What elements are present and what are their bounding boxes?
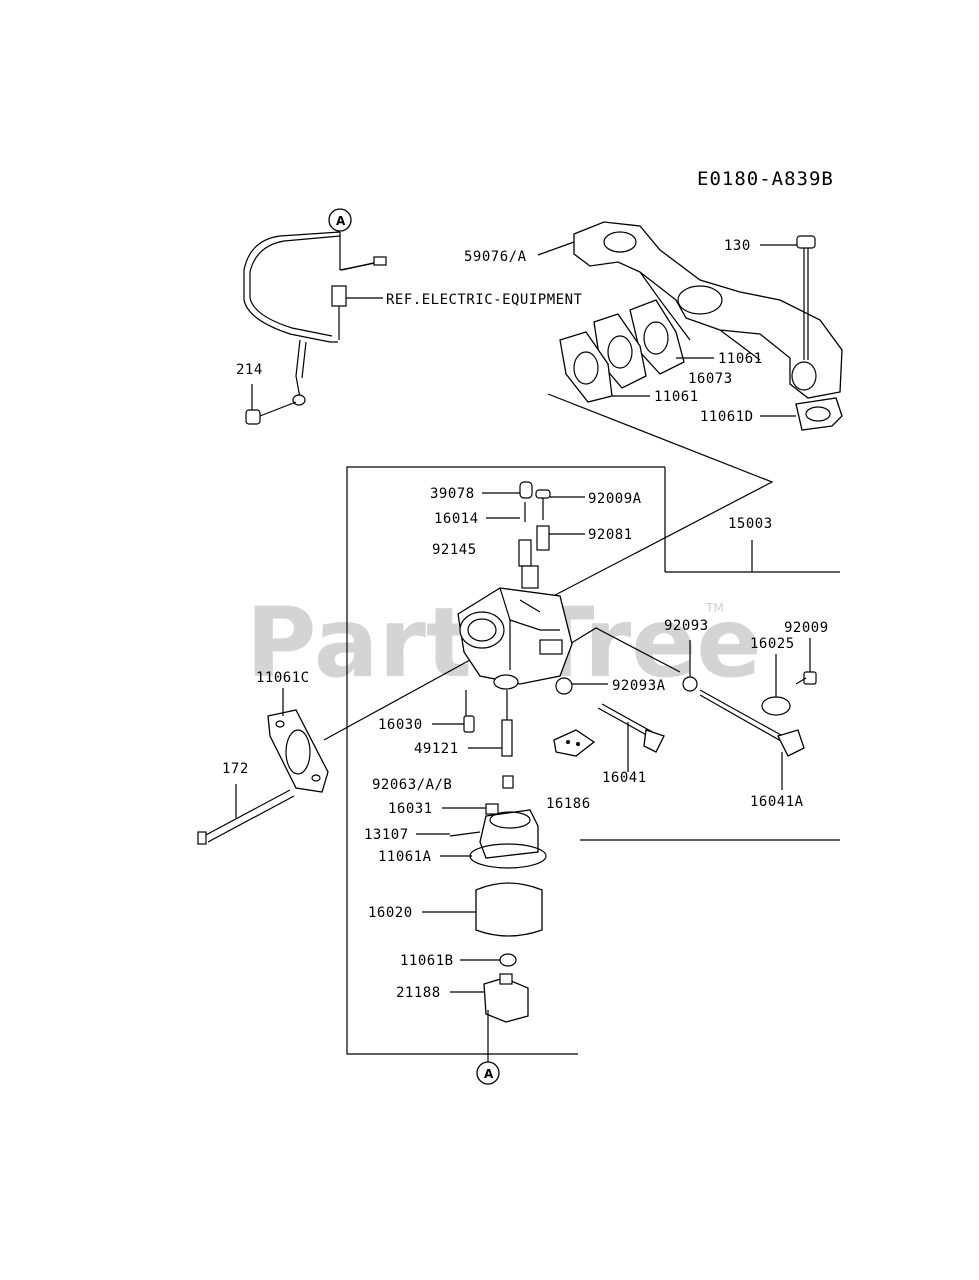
label-92093: 92093 xyxy=(664,618,709,634)
label-92009: 92009 xyxy=(784,620,829,636)
bolt-214 xyxy=(245,384,297,425)
throttle-shaft-16041 xyxy=(553,703,665,757)
carb-top-parts xyxy=(518,481,551,567)
diagram-code: E0180-A839B xyxy=(697,168,834,190)
callout-a-bottom: A xyxy=(476,1061,500,1085)
washer-92093a xyxy=(555,677,573,695)
label-16014: 16014 xyxy=(434,511,479,527)
label-11061b: 11061B xyxy=(400,953,454,969)
label-16041: 16041 xyxy=(602,770,647,786)
callout-a-top: A xyxy=(328,208,352,232)
label-214: 214 xyxy=(236,362,263,378)
label-11061-top: 11061 xyxy=(718,351,763,367)
label-39078: 39078 xyxy=(430,486,475,502)
label-11061c: 11061C xyxy=(256,670,310,686)
exhaust-manifold xyxy=(573,221,843,399)
carburetor-body xyxy=(457,565,573,690)
label-16031: 16031 xyxy=(388,801,433,817)
float-bowl-stack xyxy=(449,803,547,1023)
label-92093a: 92093A xyxy=(612,678,666,694)
stud-172 xyxy=(197,789,295,845)
label-11061d: 11061D xyxy=(700,409,754,425)
choke-shaft-16041a xyxy=(682,671,817,757)
label-16186: 16186 xyxy=(546,796,591,812)
label-11061a: 11061A xyxy=(378,849,432,865)
label-92081: 92081 xyxy=(588,527,633,543)
label-21188: 21188 xyxy=(396,985,441,1001)
manifold-gaskets xyxy=(559,299,843,431)
leader-59076a xyxy=(537,241,575,256)
label-49121: 49121 xyxy=(414,741,459,757)
label-92063ab: 92063/A/B xyxy=(372,777,452,793)
svg-text:A: A xyxy=(484,1067,494,1081)
label-11061-mid: 11061 xyxy=(654,389,699,405)
label-92009a: 92009A xyxy=(588,491,642,507)
label-16041a: 16041A xyxy=(750,794,804,810)
gasket-11061c xyxy=(267,709,329,793)
label-13107: 13107 xyxy=(364,827,409,843)
jet-parts xyxy=(463,715,514,789)
label-92145: 92145 xyxy=(432,542,477,558)
label-59076a: 59076/A xyxy=(464,249,527,265)
label-16030: 16030 xyxy=(378,717,423,733)
label-130: 130 xyxy=(724,238,751,254)
label-172: 172 xyxy=(222,761,249,777)
wire-harness xyxy=(243,231,387,406)
watermark-trademark: TM xyxy=(705,601,724,615)
label-16025: 16025 xyxy=(750,636,795,652)
label-16073: 16073 xyxy=(688,371,733,387)
label-16020: 16020 xyxy=(368,905,413,921)
label-15003: 15003 xyxy=(728,516,773,532)
label-ref-electric-equipment: REF.ELECTRIC-EQUIPMENT xyxy=(386,292,583,308)
svg-text:A: A xyxy=(336,214,346,228)
